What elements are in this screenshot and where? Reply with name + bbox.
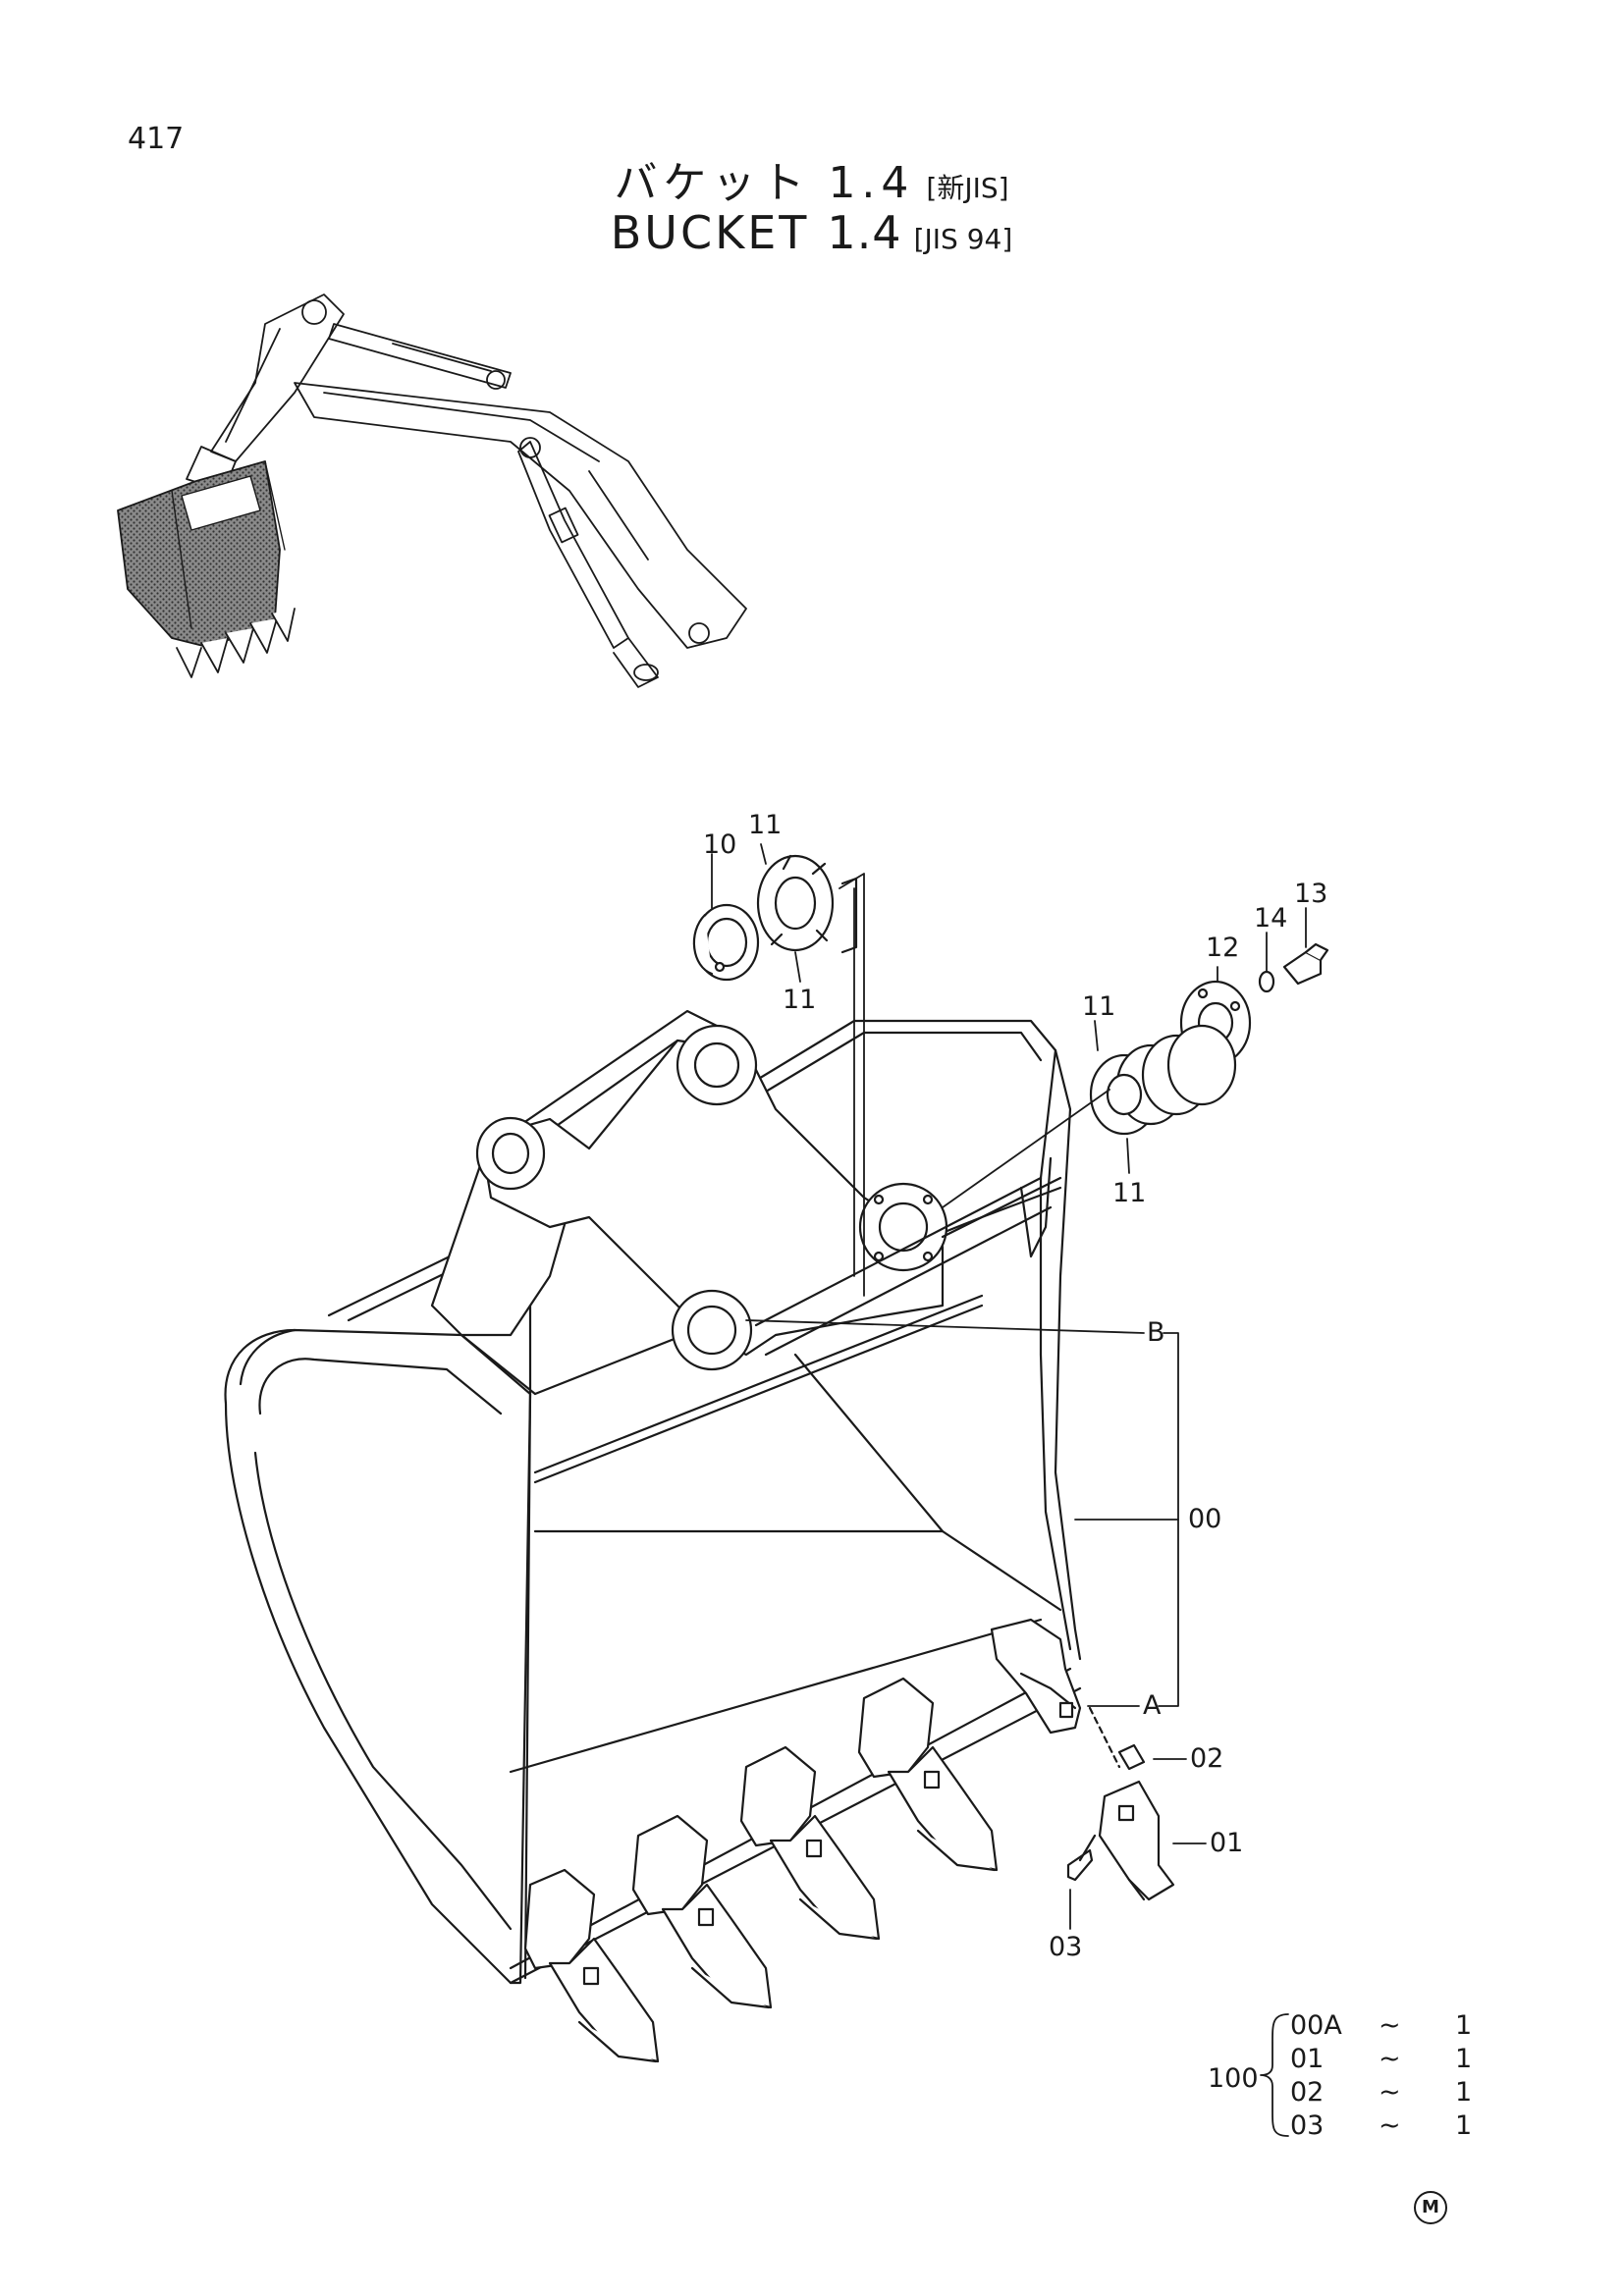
callout-11-top: 11 — [748, 810, 783, 840]
callout-02: 02 — [1190, 1743, 1224, 1774]
kit-number: 100 — [1208, 2063, 1259, 2094]
tooth-1 — [523, 1868, 660, 2063]
title-en-spec: [JIS 94] — [913, 223, 1013, 255]
kit-row: 03 ~1 — [1290, 2110, 1472, 2141]
callout-11-right-bottom: 11 — [1112, 1178, 1147, 1208]
bucket-teeth — [523, 1618, 1082, 2063]
kit-row-qty: 1 — [1455, 2010, 1473, 2041]
callout-A: A — [1143, 1690, 1162, 1721]
callout-01: 01 — [1210, 1828, 1244, 1858]
exploded-tooth-assembly — [1066, 1706, 1175, 1901]
callout-10: 10 — [703, 829, 737, 860]
callout-00: 00 — [1188, 1504, 1222, 1534]
tooth-2 — [631, 1814, 773, 2009]
kit-row: 02 ~1 — [1290, 2077, 1472, 2108]
callout-14: 14 — [1254, 903, 1288, 934]
kit-row-code: 01 — [1290, 2044, 1325, 2074]
kit-row-tilde: ~ — [1379, 2044, 1401, 2074]
kit-row-qty: 1 — [1455, 2110, 1473, 2141]
kit-row-tilde: ~ — [1379, 2110, 1401, 2141]
kit-row-code: 00A — [1290, 2010, 1342, 2041]
title-english: BUCKET 1.4 [JIS 94] — [0, 206, 1623, 259]
leader-lines — [711, 843, 1307, 1930]
callout-03: 03 — [1049, 1932, 1083, 1962]
kit-row-tilde: ~ — [1379, 2077, 1401, 2108]
kit-brace — [1260, 2013, 1289, 2137]
page-number: 417 — [128, 122, 185, 156]
title-en-size: 1.4 — [827, 206, 902, 259]
callout-11-right-top: 11 — [1082, 991, 1116, 1022]
title-jp-spec: [新JIS] — [926, 172, 1009, 204]
kit-row-tilde: ~ — [1379, 2010, 1401, 2041]
kit-row: 01 ~1 — [1290, 2044, 1472, 2074]
kit-row-qty: 1 — [1455, 2044, 1473, 2074]
callout-13: 13 — [1294, 879, 1328, 909]
title-en-word: BUCKET — [610, 206, 810, 259]
title-japanese: バケット 1.4 [新JIS] — [0, 147, 1623, 210]
kit-row-code: 03 — [1290, 2110, 1325, 2141]
kit-row-qty: 1 — [1455, 2077, 1473, 2108]
pin-parts-top — [692, 854, 1329, 1136]
tooth-3 — [739, 1745, 881, 1941]
title-jp-word: バケット — [614, 158, 811, 208]
excavator-arm-thumbnail — [117, 294, 747, 688]
kit-row-code: 02 — [1290, 2077, 1325, 2108]
kit-row: 00A ~1 — [1290, 2010, 1472, 2041]
title-jp-size: 1.4 — [828, 158, 915, 208]
maker-mark-icon: M — [1414, 2191, 1447, 2224]
tooth-5 — [990, 1618, 1082, 1735]
callout-B: B — [1147, 1317, 1165, 1348]
callout-11-left: 11 — [783, 985, 817, 1015]
bucket-body — [224, 1009, 1082, 1985]
callout-12: 12 — [1206, 933, 1240, 963]
tooth-4 — [857, 1677, 999, 1872]
